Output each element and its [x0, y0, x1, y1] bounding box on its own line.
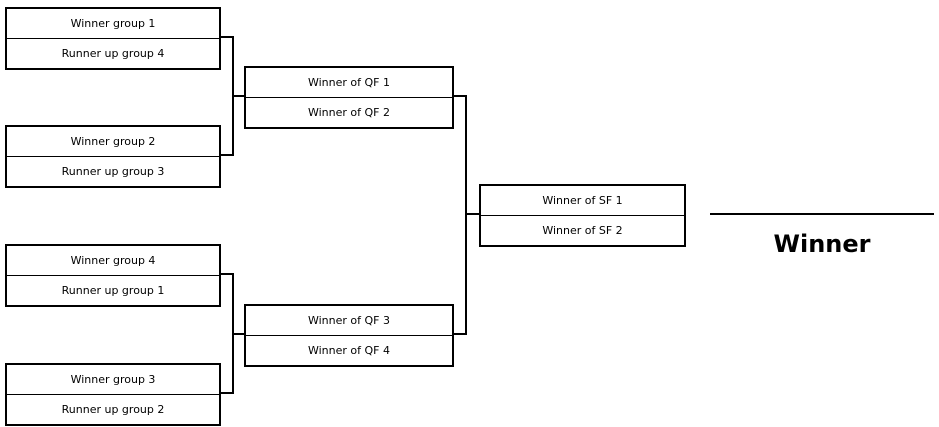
slot-team: Winner group 2: [7, 127, 219, 157]
slot-team: Winner of QF 2: [307, 106, 390, 119]
slot-team: Winner of QF 4: [307, 344, 390, 357]
match-r1-1: Winner group 1 Runner up group 4: [5, 7, 221, 70]
slot-team: Winner group 1: [7, 9, 219, 39]
connector-qf-1: [453, 95, 480, 215]
connector-r1-m4: [220, 334, 234, 394]
slot-team: Runner up group 2: [61, 403, 165, 416]
slot-team: Runner up group 1: [61, 284, 165, 297]
slot-team: Winner group 4: [7, 246, 219, 276]
match-r1-2: Winner group 2 Runner up group 3: [5, 125, 221, 188]
connector-r1-m2: [220, 96, 234, 156]
match-qf-2: Winner of QF 3 Winner of QF 4: [244, 304, 454, 367]
slot-team: Winner of QF 1: [246, 68, 452, 98]
connector-r1-m3: [220, 273, 245, 335]
slot-team: Winner of SF 1: [481, 186, 684, 216]
connector-qf-2: [453, 214, 467, 335]
slot-team: Winner of SF 2: [542, 224, 623, 237]
slot-team: Winner group 3: [7, 365, 219, 395]
slot-team: Winner of QF 3: [246, 306, 452, 336]
match-r1-3: Winner group 4 Runner up group 1: [5, 244, 221, 307]
connector-r1-m1: [220, 36, 245, 97]
match-r1-4: Winner group 3 Runner up group 2: [5, 363, 221, 426]
match-sf: Winner of SF 1 Winner of SF 2: [479, 184, 686, 247]
winner-label: Winner: [773, 230, 871, 258]
winner-line: [710, 213, 934, 215]
match-qf-1: Winner of QF 1 Winner of QF 2: [244, 66, 454, 129]
slot-team: Runner up group 4: [61, 47, 165, 60]
slot-team: Runner up group 3: [61, 165, 165, 178]
